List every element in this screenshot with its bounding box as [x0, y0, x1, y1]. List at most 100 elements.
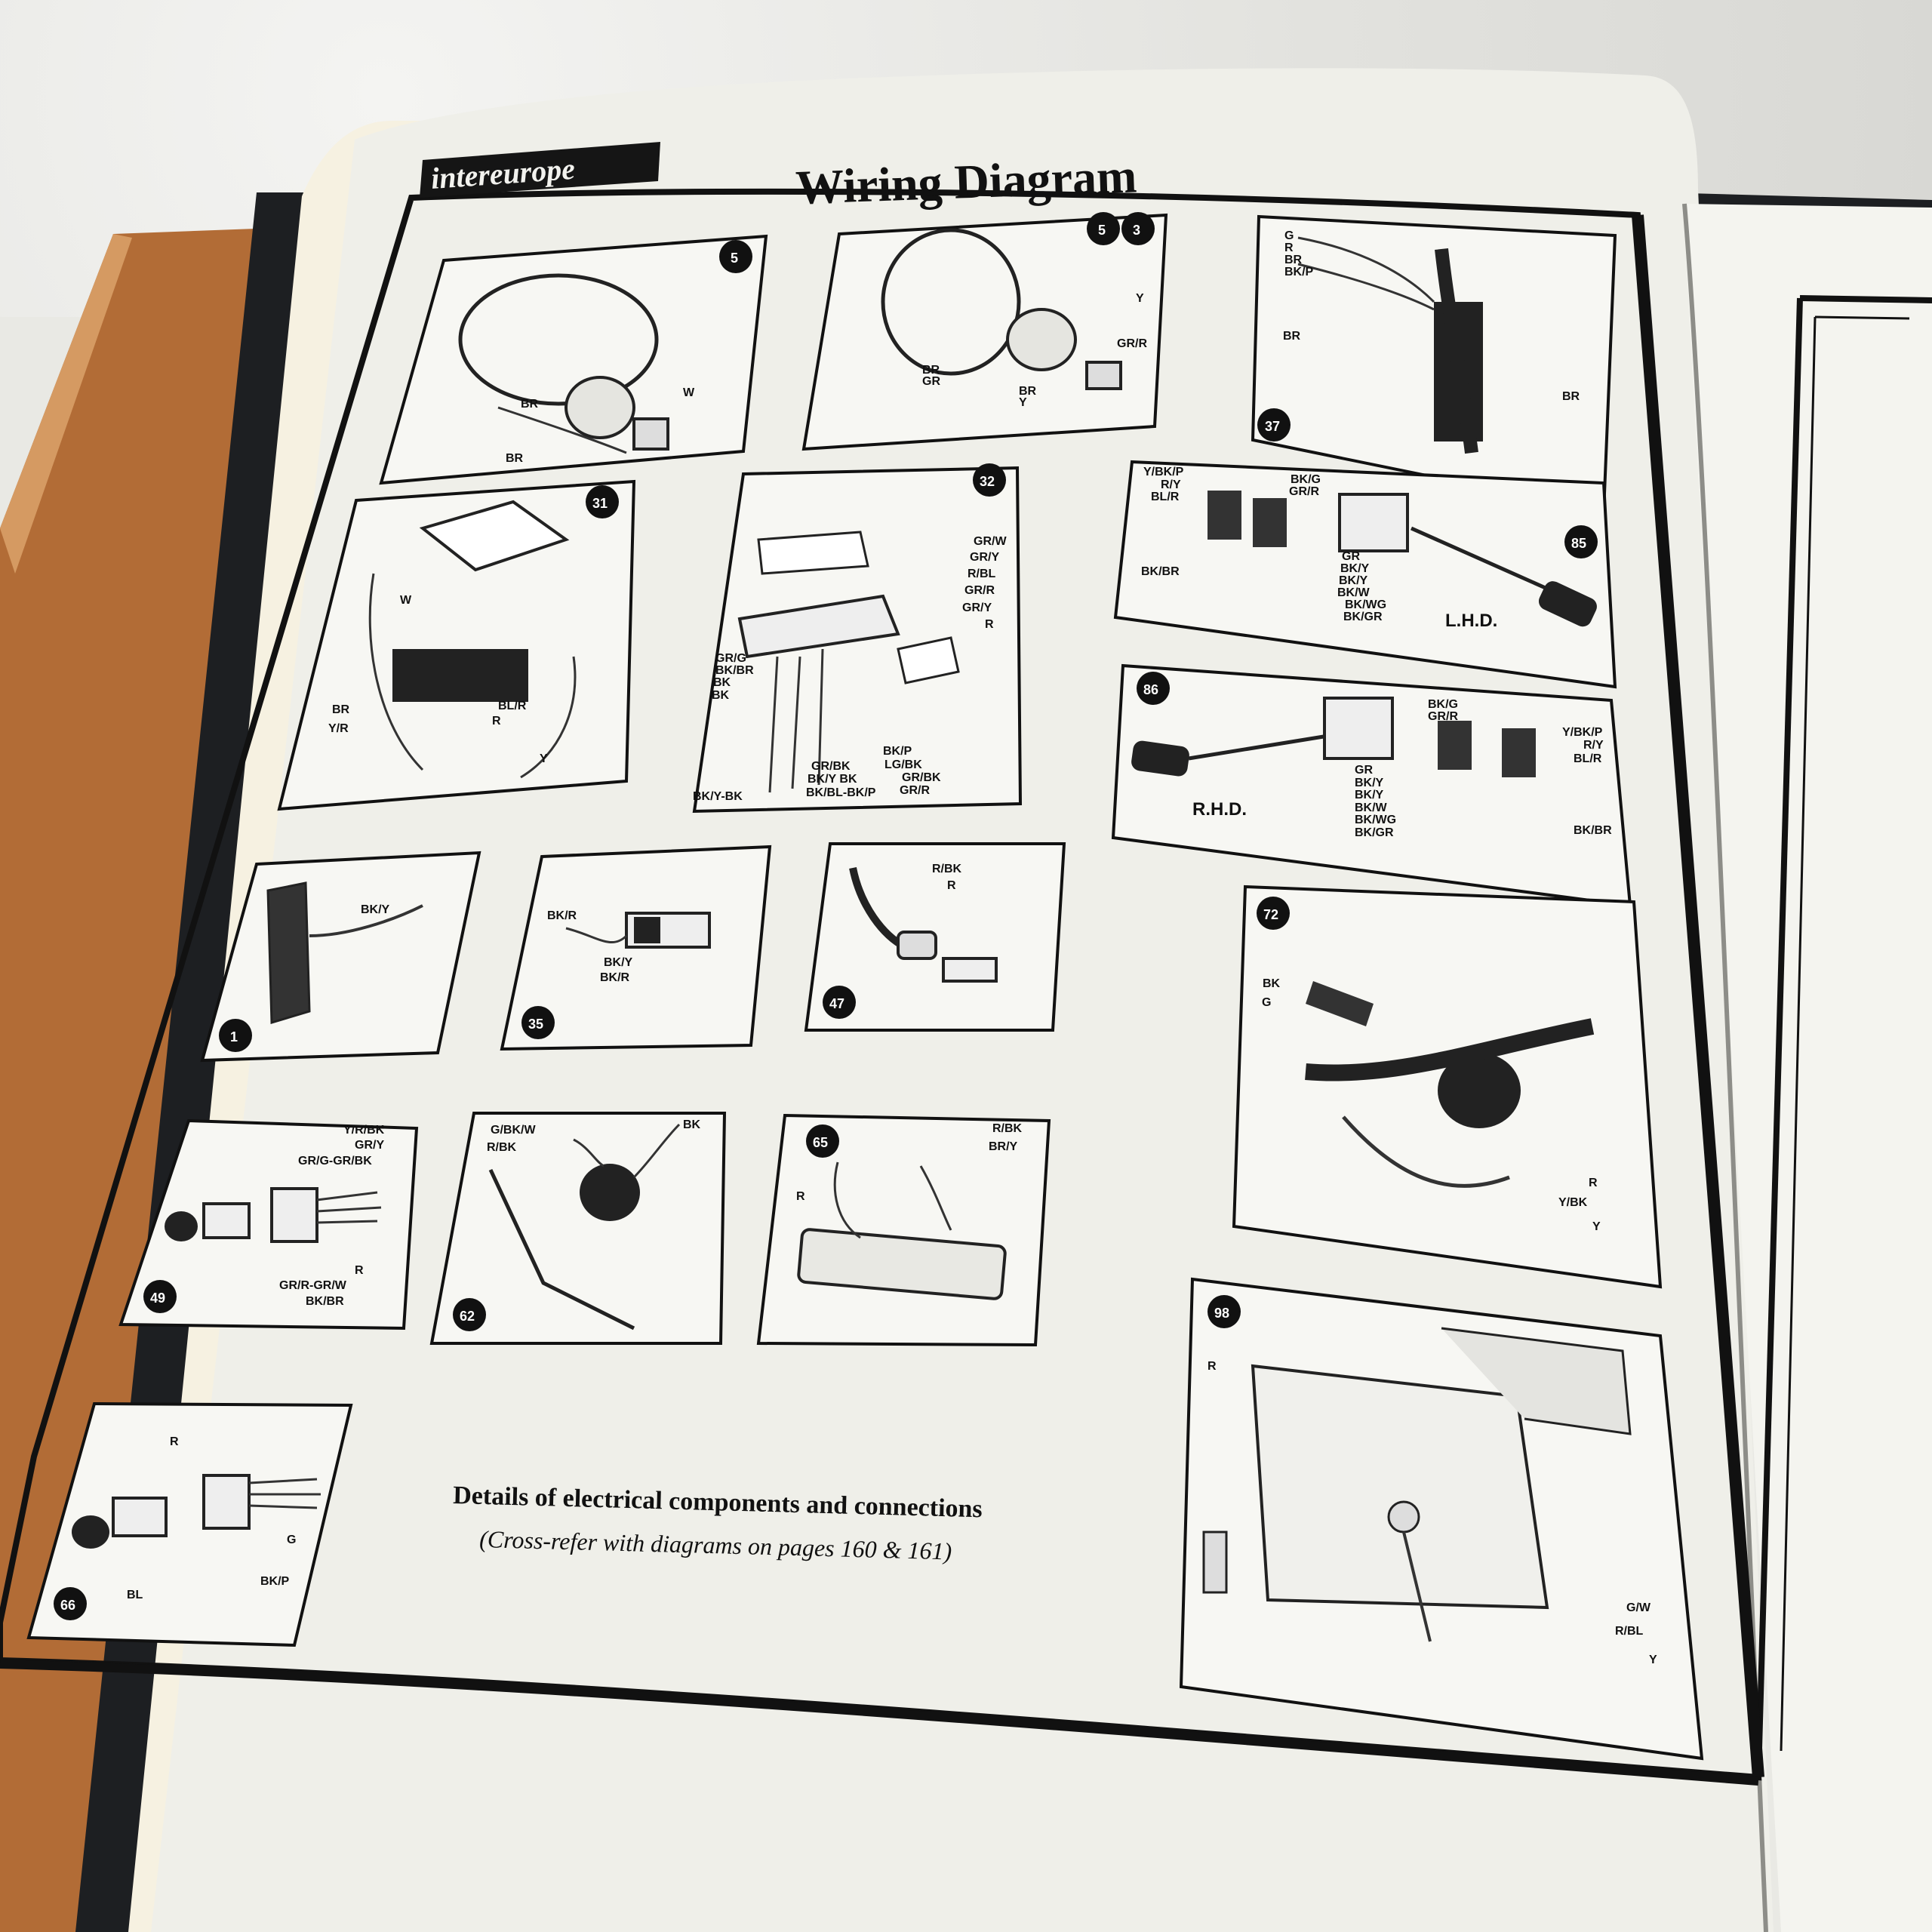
panel-62: 62 G/BK/W R/BK BK	[429, 1112, 727, 1345]
panel-98-label-rbl: R/BL	[1615, 1625, 1644, 1638]
panel-32-label-grbk: GR/BK	[902, 771, 941, 784]
right-page-frame-inner	[1814, 315, 1910, 320]
panel-65-number: 65	[813, 1135, 828, 1150]
panel-32-label-grr2: GR/R	[900, 784, 930, 797]
panel-5a-label-br: BR	[521, 398, 539, 411]
panel-32-label-grr: GR/R	[964, 584, 995, 597]
panel-49-number: 49	[150, 1291, 165, 1306]
panel-72-label-y: Y	[1592, 1220, 1601, 1233]
panel-5-3-label-br: BR	[922, 364, 940, 377]
panel-86-label-bkw: BK/W	[1355, 801, 1388, 814]
panel-66-label-g: G	[287, 1534, 296, 1546]
panel-31-label-w: W	[400, 594, 412, 607]
panel-5-3: 5 3 Y GR/R BR GR BR Y	[801, 212, 1168, 451]
panel-35-label-bkr2: BK/R	[600, 971, 630, 984]
panel-31-label-r: R	[492, 715, 501, 728]
panel-86-label-bkgr: BK/GR	[1355, 826, 1394, 839]
panel-32-label-grg: GR/G	[715, 652, 746, 665]
panel-32-label-bkbr: BK/BR	[715, 664, 754, 677]
panel-49-label-bkbr: BK/BR	[306, 1295, 344, 1308]
panel-85: 85 L.H.D. Y/BK/P R/Y BL/R BK/G GR/R BK/B…	[1113, 460, 1617, 689]
panel-65: 65 R/BK BR/Y R	[756, 1113, 1051, 1347]
panel-72-label-ybk: Y/BK	[1558, 1196, 1588, 1209]
panel-62-label-rbk: R/BK	[487, 1141, 517, 1154]
panel-37-label-br3: BR	[1562, 390, 1580, 403]
brand-logo: intereurope	[420, 142, 660, 198]
panel-37-label-br2: BR	[1283, 330, 1301, 343]
panel-85-label-gr: GR	[1342, 550, 1360, 563]
panel-66-label-bl: BL	[127, 1589, 143, 1601]
panel-49-label-yrbk: Y/R/BK	[343, 1124, 385, 1137]
panel-49-label-r: R	[355, 1264, 364, 1277]
diagram-frame-right-edge	[1632, 214, 1764, 1778]
panel-32-label-grbk2: GR/BK	[811, 760, 851, 773]
panel-86-label-bkg: BK/G	[1428, 698, 1458, 711]
panel-32-label-gry2: GR/Y	[962, 601, 992, 614]
panel-49-label-grr-grw: GR/R-GR/W	[279, 1279, 347, 1292]
wood-edge	[0, 234, 132, 574]
panel-86-label-gr: GR	[1355, 764, 1373, 777]
panel-49-label-gry: GR/Y	[355, 1139, 384, 1152]
panel-86-label-bky2: BK/Y	[1355, 789, 1384, 801]
panel-72-number: 72	[1263, 907, 1278, 922]
panel-32-label-bkbl-bkp: BK/BL-BK/P	[806, 786, 876, 799]
panel-5a-label-w: W	[683, 386, 695, 399]
panel-86-label-grr: GR/R	[1428, 710, 1458, 723]
panel-5-3-label-y2: Y	[1019, 396, 1027, 409]
panel-35-label-bky: BK/Y	[604, 956, 633, 969]
right-page-frame-side	[1755, 297, 1803, 1776]
panel-86-label-ybkp: Y/BK/P	[1562, 726, 1603, 739]
panel-85-label-ry: R/Y	[1161, 478, 1181, 491]
right-page-frame-top	[1799, 295, 1932, 303]
right-page-frame-inner-side	[1780, 316, 1817, 1752]
panel-32-label-lgbk: LG/BK	[884, 758, 922, 771]
panel-47-label-r: R	[947, 879, 956, 892]
panel-85-label-bkbr: BK/BR	[1141, 565, 1180, 578]
panel-85-label-ybkp: Y/BK/P	[1143, 466, 1184, 478]
panel-65-label-bry: BR/Y	[989, 1140, 1018, 1153]
panel-98-label-y: Y	[1649, 1654, 1657, 1666]
panel-85-number: 85	[1571, 536, 1586, 551]
panel-5-3-number-a: 5	[1098, 223, 1106, 238]
page-title: Wiring Diagram	[795, 149, 1137, 214]
panel-86-label-bky: BK/Y	[1355, 777, 1384, 789]
panel-86-label-bkbr: BK/BR	[1574, 824, 1612, 837]
panel-98-label-r: R	[1208, 1360, 1217, 1373]
panel-72-label-g: G	[1262, 996, 1271, 1009]
panel-85-label-bkw: BK/W	[1337, 586, 1371, 599]
panel-32-label-bkp: BK/P	[883, 745, 912, 758]
panel-85-label-bky2: BK/Y	[1339, 574, 1368, 587]
panel-5a-label-br2: BR	[506, 452, 524, 465]
panel-32-label-bky-bk: BK/Y BK	[808, 773, 857, 786]
panel-66-number: 66	[60, 1598, 75, 1613]
panel-32-label-bky-bk2: BK/Y-BK	[693, 790, 743, 803]
panel-47-number: 47	[829, 996, 844, 1011]
panel-35: 35 BK/R BK/Y BK/R	[500, 844, 772, 1051]
panel-32-label-grw: GR/W	[974, 535, 1007, 548]
panel-65-label-r: R	[796, 1190, 805, 1203]
panel-37-number: 37	[1265, 419, 1280, 434]
panel-31-label-yr: Y/R	[328, 722, 349, 735]
panel-32-label-r: R	[985, 618, 994, 631]
panel-31-label-y: Y	[540, 752, 548, 765]
panel-72: 72 BK G R Y/BK Y	[1232, 884, 1663, 1289]
panel-32-number: 32	[980, 474, 995, 489]
panel-85-label-bkgr: BK/GR	[1343, 611, 1383, 623]
panel-31-label-br: BR	[332, 703, 350, 716]
panel-37-label-bkp: BK/P	[1284, 266, 1314, 278]
panel-32: 32 GR/W GR/Y R/BL GR/R GR/Y R GR/G BK/BR…	[692, 463, 1023, 814]
panel-98-label-gw: G/W	[1626, 1601, 1651, 1614]
right-page	[1683, 204, 1932, 1932]
panel-5a-number: 5	[731, 251, 738, 266]
panel-5-3-label-br2: BR	[1019, 385, 1037, 398]
panel-31: 31 W BR Y/R BL/R R Y	[277, 479, 636, 811]
panel-32-label-rbl: R/BL	[968, 568, 996, 580]
panel-47: 47 R/BK R	[804, 842, 1066, 1032]
panel-86-label-ry: R/Y	[1583, 739, 1604, 752]
panel-49-label-grg-grbk: GR/G-GR/BK	[298, 1155, 372, 1168]
panel-86-label-bkwg: BK/WG	[1355, 814, 1396, 826]
panel-35-label-bkr: BK/R	[547, 909, 577, 922]
panel-5a: 5 BR BR W	[379, 234, 768, 485]
panel-86-hand-label: R.H.D.	[1192, 799, 1247, 820]
